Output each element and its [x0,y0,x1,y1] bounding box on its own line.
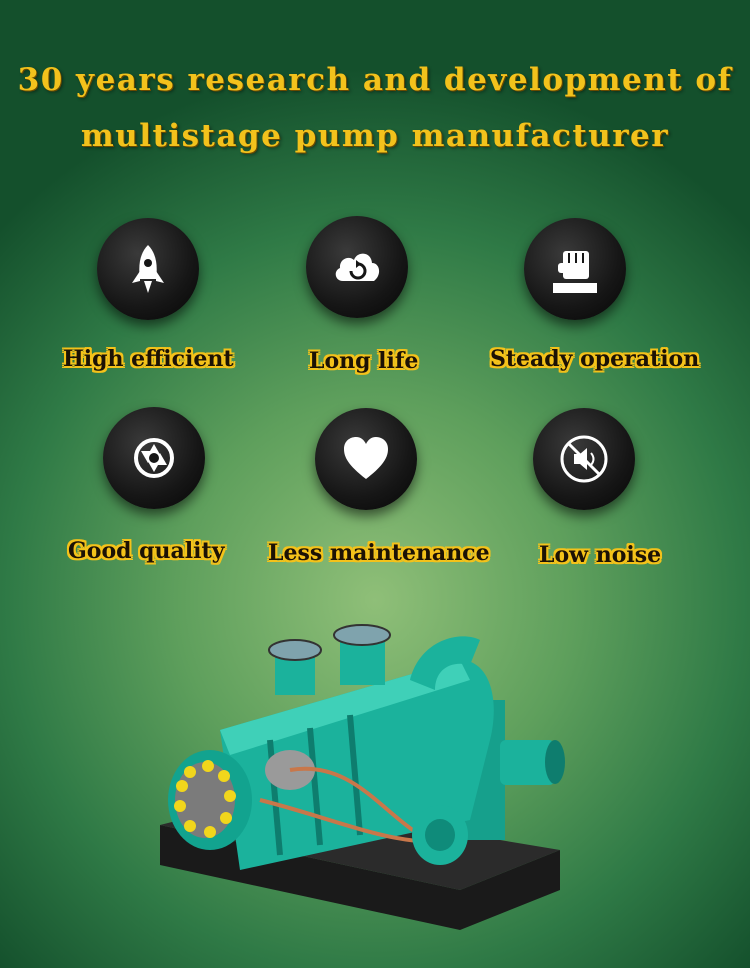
heart-icon [315,408,417,510]
feature-label-long-life: Long life [309,348,419,374]
headline-line-2: multistage pump manufacturer [80,118,670,154]
feature-label-high-efficient: High efficient [63,346,234,372]
feature-label-low-noise: Low noise [539,542,662,568]
cloud-refresh-icon [306,216,408,318]
feature-label-steady-operation: Steady operation [490,346,700,372]
multistage-pump-image [160,624,565,930]
mute-speaker-icon [533,408,635,510]
fist-icon [524,218,626,320]
feature-label-less-maintenance: Less maintenance [268,540,490,566]
feature-label-good-quality: Good quality [68,538,225,564]
rocket-icon [97,218,199,320]
shutter-icon [103,407,205,509]
headline-line-1: 30 years research and development of [17,62,733,98]
